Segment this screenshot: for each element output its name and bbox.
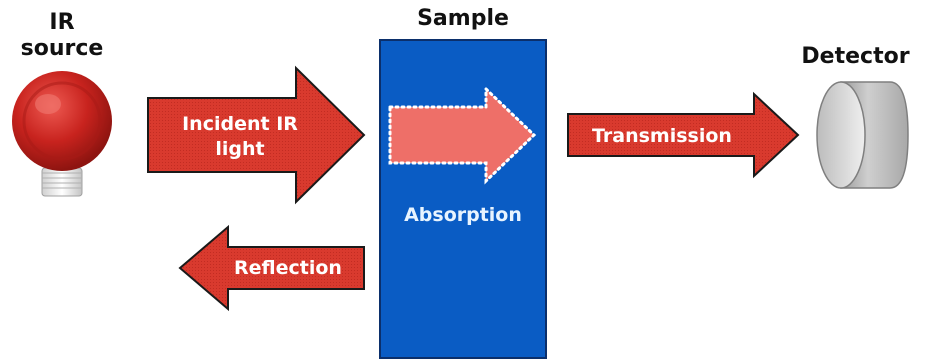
incident-ir-label: Incident IR light [150, 112, 330, 162]
absorption-label: Absorption [404, 204, 522, 226]
transmission-label: Transmission [592, 125, 732, 147]
sample-block [379, 39, 547, 359]
reflection-label: Reflection [234, 257, 342, 279]
detector-cylinder-icon [816, 81, 909, 189]
sample-title: Sample [417, 6, 509, 31]
ir-source-title: IR source [0, 10, 124, 62]
reflection-arrow [178, 224, 365, 312]
ir-source-title-line1: IR [49, 10, 75, 35]
transmission-arrow [567, 91, 800, 179]
ir-source-title-line2: source [20, 36, 104, 61]
incident-ir-arrow [147, 65, 366, 205]
incident-ir-label-line2: light [215, 138, 265, 160]
incident-ir-label-line1: Incident IR [182, 113, 298, 135]
absorption-arrow [388, 85, 537, 185]
detector-title: Detector [801, 44, 910, 69]
light-bulb-icon [12, 71, 112, 197]
